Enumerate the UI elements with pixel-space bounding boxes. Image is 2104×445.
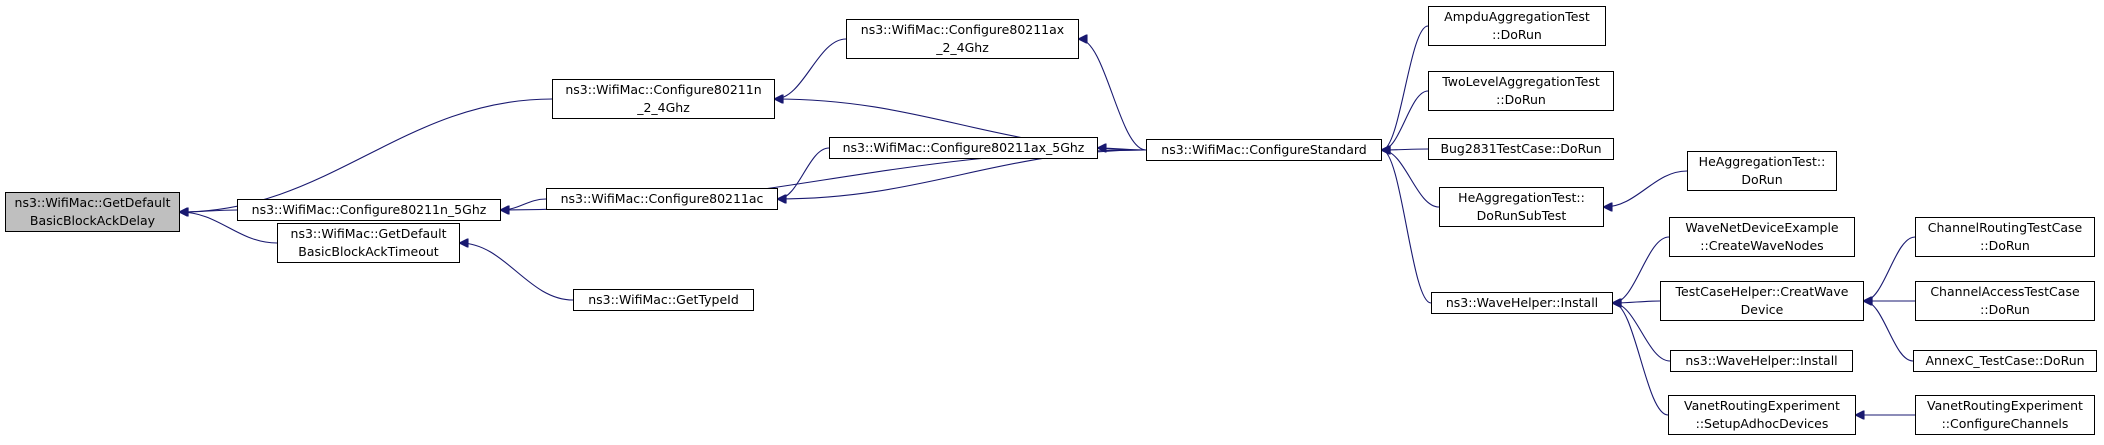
node-configure80211n-2-4ghz[interactable]: ns3::WifiMac::Configure80211n_2_4Ghz (552, 79, 775, 119)
node-label-line: HeAggregationTest:: (1458, 190, 1585, 205)
node-heaggregationtest-dorun[interactable]: HeAggregationTest::DoRun (1687, 151, 1837, 191)
edge-n1-to-n0 (180, 98, 553, 212)
node-heaggregationtest-dorunsubtest[interactable]: HeAggregationTest::DoRunSubTest (1439, 187, 1604, 227)
node-label-line: ns3::WifiMac::Configure80211n_5Ghz (251, 202, 487, 217)
node-label-line: AmpduAggregationTest (1444, 9, 1590, 24)
edge-n10-to-n8 (1382, 90, 1429, 150)
node-label-line: ns3::WifiMac::Configure80211ac (560, 191, 764, 206)
node-configure80211ax-5ghz[interactable]: ns3::WifiMac::Configure80211ax_5Ghz (829, 137, 1098, 159)
node-label-line: WaveNetDeviceExample (1685, 220, 1839, 235)
edge-n6-to-n2 (501, 198, 547, 210)
node-label-line: ChannelAccessTestCase (1930, 284, 2080, 299)
edge-n11-to-n8 (1382, 149, 1429, 150)
node-configure80211ax-2-4ghz[interactable]: ns3::WifiMac::Configure80211ax_2_4Ghz (846, 19, 1079, 59)
node-label-line: Device (1740, 302, 1784, 317)
node-label-line: Bug2831TestCase::DoRun (1440, 141, 1602, 156)
node-label-line: ns3::WifiMac::GetDefault (14, 195, 171, 210)
node-label-line: ::SetupAdhocDevices (1695, 416, 1829, 431)
edge-n19-to-n16 (1864, 236, 1916, 301)
node-label-line: HeAggregationTest:: (1698, 154, 1826, 169)
node-bug2831testcase-dorun[interactable]: Bug2831TestCase::DoRun (1428, 138, 1614, 160)
edge-n18-to-n13 (1613, 303, 1669, 416)
node-vanetroutingexperiment-configurechannels[interactable]: VanetRoutingExperiment::ConfigureChannel… (1915, 395, 2095, 435)
edge-n8-to-n4 (1079, 39, 1147, 151)
edge-n5-to-n6 (778, 147, 830, 199)
node-label-line: AnnexC_TestCase::DoRun (1925, 353, 2085, 368)
node-configurestandard[interactable]: ns3::WifiMac::ConfigureStandard (1146, 139, 1382, 161)
node-configure80211n-5ghz[interactable]: ns3::WifiMac::Configure80211n_5Ghz (237, 199, 501, 221)
node-label-line: ns3::WifiMac::Configure80211n (565, 82, 762, 97)
node-wavenetdeviceexample-createwavenodes[interactable]: WaveNetDeviceExample::CreateWaveNodes (1669, 217, 1855, 257)
node-label-line: ::DoRun (1492, 27, 1542, 42)
node-configure80211ac[interactable]: ns3::WifiMac::Configure80211ac (546, 188, 778, 210)
edge-n14-to-n12 (1604, 170, 1688, 207)
node-label-line: ns3::WifiMac::ConfigureStandard (1161, 142, 1367, 157)
node-label-line: ::DoRun (1496, 92, 1546, 107)
node-label-line: ns3::WifiMac::GetDefault (290, 226, 447, 241)
node-twolevelaggregationtest-dorun[interactable]: TwoLevelAggregationTest::DoRun (1428, 71, 1614, 111)
node-label-line: _2_4Ghz (637, 100, 690, 115)
edge-n9-to-n8 (1382, 25, 1429, 150)
node-label-line: ns3::WifiMac::Configure80211ax (860, 22, 1065, 37)
node-channelroutingtestcase-dorun[interactable]: ChannelRoutingTestCase::DoRun (1915, 217, 2095, 257)
node-label-line: ns3::WaveHelper::Install (1445, 295, 1599, 310)
edge-n4-to-n1 (775, 38, 847, 99)
node-label-line: BasicBlockAckTimeout (298, 244, 439, 259)
node-label-line: TwoLevelAggregationTest (1442, 74, 1600, 89)
node-label-line: VanetRoutingExperiment (1927, 398, 2083, 413)
node-label-line: ::ConfigureChannels (1941, 416, 2069, 431)
node-annexc-testcase-dorun[interactable]: AnnexC_TestCase::DoRun (1913, 350, 2097, 372)
node-label-line: VanetRoutingExperiment (1684, 398, 1840, 413)
node-label-line: ::DoRun (1980, 302, 2030, 317)
node-label-line: ns3::WaveHelper::Install (1685, 353, 1838, 368)
node-gettypeid[interactable]: ns3::WifiMac::GetTypeId (573, 289, 754, 311)
node-vanetroutingexperiment-setupadhocdevices[interactable]: VanetRoutingExperiment::SetupAdhocDevice… (1668, 395, 1856, 435)
node-label-line: DoRunSubTest (1476, 208, 1567, 223)
node-label-line: _2_4Ghz (936, 40, 989, 55)
node-wavehelper-install[interactable]: ns3::WaveHelper::Install (1431, 292, 1613, 314)
node-label-line: ns3::WifiMac::GetTypeId (588, 292, 739, 307)
edge-n13-to-n8 (1382, 150, 1432, 304)
node-label-line: TestCaseHelper::CreatWave (1675, 284, 1849, 299)
node-label-line: ns3::WifiMac::Configure80211ax_5Ghz (842, 140, 1085, 155)
edge-n7-to-n3 (460, 243, 574, 301)
node-channelaccesstestcase-dorun[interactable]: ChannelAccessTestCase::DoRun (1915, 281, 2095, 321)
node-label-line: BasicBlockAckDelay (29, 213, 156, 228)
node-label-line: ChannelRoutingTestCase (1927, 220, 2083, 235)
node-label-line: ::CreateWaveNodes (1700, 238, 1824, 253)
node-label-line: ::DoRun (1980, 238, 2030, 253)
edge-n3-to-n0 (180, 212, 278, 244)
node-wavehelper-install-overload[interactable]: ns3::WaveHelper::Install (1670, 350, 1853, 372)
edge-n21-to-n16 (1864, 301, 1914, 362)
node-ampduaggregationtest-dorun[interactable]: AmpduAggregationTest::DoRun (1428, 6, 1606, 46)
node-label-line: DoRun (1741, 172, 1783, 187)
